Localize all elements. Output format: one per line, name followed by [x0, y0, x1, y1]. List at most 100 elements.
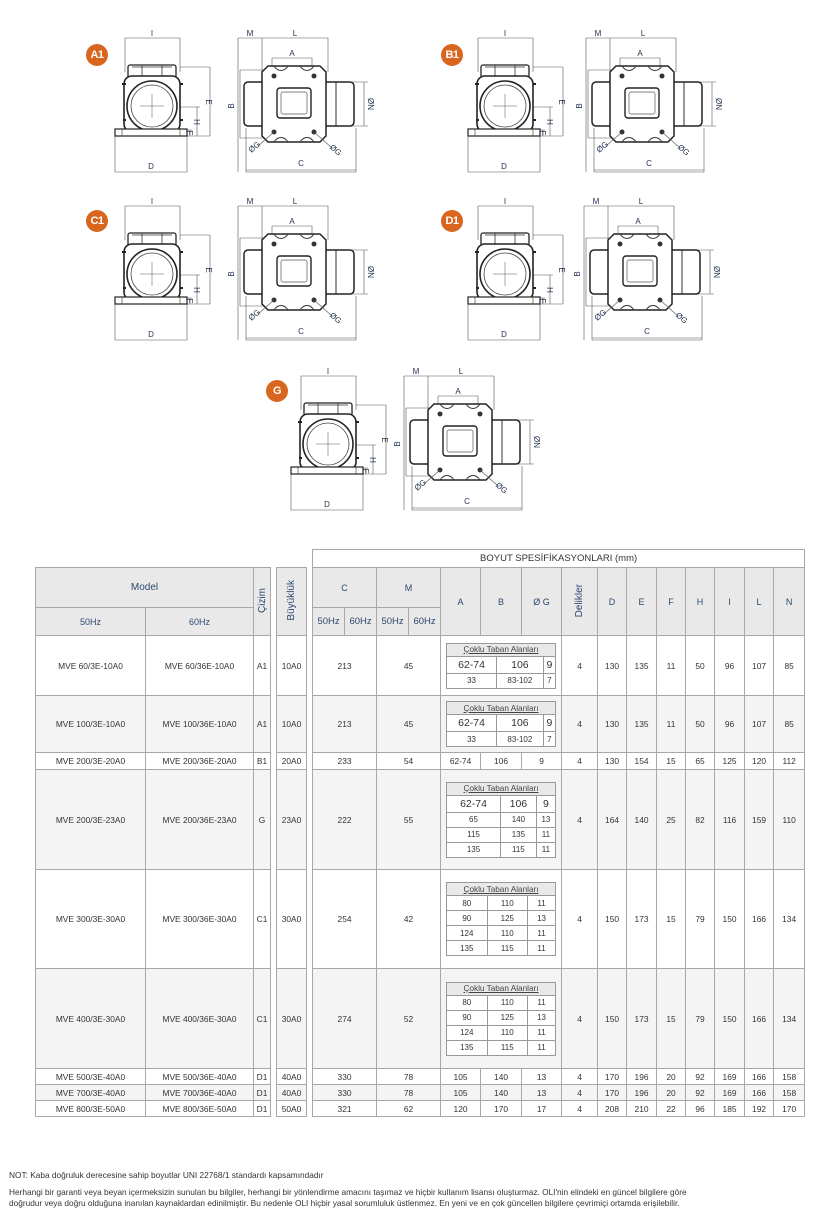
disclaimer-line-1: Herhangi bir garanti veya beyan içermeks… [9, 1187, 687, 1197]
cell-cizim: A1 [253, 695, 271, 753]
header-holes: Delikler [561, 567, 599, 636]
cell-h: 50 [685, 695, 716, 753]
cell-model-60hz: MVE 400/36E-30A0 [145, 968, 254, 1069]
multi-base-value: 83-102 [496, 672, 544, 689]
multi-base-value: 80 [446, 994, 488, 1011]
cell-e: 135 [626, 695, 658, 753]
multi-base-value: 9 [542, 655, 557, 674]
cell-size: 10A0 [276, 635, 307, 696]
cell-c: 321 [312, 1100, 378, 1117]
cell-n: 110 [773, 769, 806, 870]
cell-f: 22 [656, 1100, 687, 1117]
cell-l: 166 [744, 968, 775, 1069]
dim-label-g: ØG [494, 481, 509, 496]
header-f: F [656, 567, 687, 636]
multi-base-value: 110 [486, 1024, 529, 1041]
dim-label-i: I [151, 197, 153, 206]
dim-label-f: F [185, 131, 194, 136]
multi-base-value: 11 [535, 826, 557, 843]
cell-model-50hz: MVE 100/3E-10A0 [35, 695, 146, 753]
multi-base-value: 11 [527, 940, 557, 956]
multi-base-value: 11 [527, 895, 557, 911]
dim-label-m: M [247, 197, 254, 206]
cell-e: 196 [626, 1068, 658, 1085]
cell-i: 169 [714, 1084, 746, 1101]
drawing-badge-a1: A1 [86, 44, 108, 66]
cell-h: 50 [685, 635, 716, 696]
cell-f: 25 [656, 769, 687, 870]
cell-i: 116 [714, 769, 746, 870]
header-model: Model [35, 567, 254, 608]
dim-label-b: B [575, 103, 584, 108]
dim-label-m: M [593, 197, 600, 206]
cell-e: 210 [626, 1100, 658, 1117]
multi-base-title: Çoklu Taban Alanları [446, 701, 557, 715]
header-g: Ø G [521, 567, 563, 636]
cell-h: 79 [685, 968, 716, 1069]
cell-i: 185 [714, 1100, 746, 1117]
dim-label-c: C [464, 497, 470, 506]
cell-h: 65 [685, 752, 716, 770]
cell-g: 13 [521, 1084, 563, 1101]
dim-label-l: L [293, 29, 298, 38]
multi-base-value: 62-74 [446, 714, 498, 732]
dim-label-i: I [504, 29, 506, 38]
cell-model-50hz: MVE 400/3E-30A0 [35, 968, 146, 1069]
cell-l: 166 [744, 1084, 775, 1101]
multi-base-value: 135 [499, 826, 537, 843]
cell-b: 170 [480, 1100, 523, 1117]
cell-a: 62-74 [440, 752, 482, 770]
multi-base-value: 80 [446, 895, 488, 911]
cell-i: 125 [714, 752, 746, 770]
dim-label-a: A [289, 49, 295, 58]
dim-label-a: A [637, 49, 643, 58]
dim-label-c: C [298, 159, 304, 168]
cell-l: 107 [744, 635, 775, 696]
cell-m: 78 [376, 1084, 442, 1101]
dim-label-n: ØN [532, 436, 541, 448]
dim-label-d: D [148, 330, 154, 339]
cell-cizim: C1 [253, 869, 271, 969]
multi-base-value: 124 [446, 1024, 488, 1041]
cell-m: 45 [376, 635, 442, 696]
cell-cizim: A1 [253, 635, 271, 696]
cell-model-50hz: MVE 800/3E-50A0 [35, 1100, 146, 1117]
cell-model-60hz: MVE 200/36E-23A0 [145, 769, 254, 870]
cell-n: 158 [773, 1084, 806, 1101]
cell-d: 150 [597, 869, 628, 969]
dim-label-e: E [557, 99, 566, 104]
cell-size: 40A0 [276, 1084, 307, 1101]
dim-label-b: B [573, 271, 582, 276]
multi-base-value: 13 [535, 811, 557, 828]
cell-b: 140 [480, 1068, 523, 1085]
cell-h: 92 [685, 1068, 716, 1085]
dim-label-b: B [227, 103, 236, 108]
cell-holes: 4 [561, 635, 599, 696]
cell-n: 134 [773, 869, 806, 969]
cell-size: 30A0 [276, 968, 307, 1069]
dimension-spec-table: BOYUT SPESİFİKASYONLARI (mm) Model Çizim… [35, 549, 806, 1117]
cell-holes: 4 [561, 695, 599, 753]
multi-base-value: 135 [446, 940, 488, 956]
cell-n: 85 [773, 695, 806, 753]
dim-label-e: E [557, 267, 566, 272]
cell-d: 208 [597, 1100, 628, 1117]
multi-base-value: 115 [499, 841, 537, 858]
dim-label-e: E [380, 437, 389, 442]
dim-label-c: C [646, 159, 652, 168]
dim-label-n: ØN [714, 98, 723, 110]
